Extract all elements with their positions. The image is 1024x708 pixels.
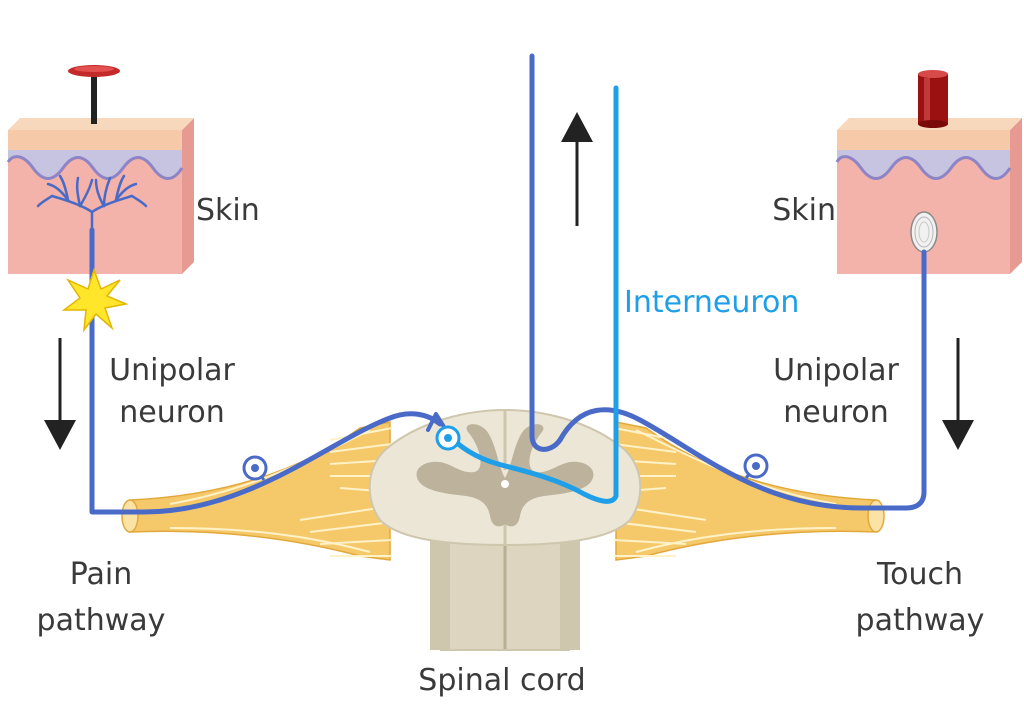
label-unipolar-left-line1: Unipolar (109, 353, 235, 388)
label-touch-line2: pathway (856, 603, 985, 638)
pain-neuron-cell-body (242, 455, 268, 481)
interneuron-cell-body (435, 425, 461, 451)
arrow-down-icon (44, 338, 76, 450)
label-pain-line2: pathway (37, 603, 166, 638)
free-nerve-endings (36, 174, 148, 232)
label-skin-left: Skin (196, 193, 260, 228)
label-unipolar-left-line2: neuron (119, 395, 225, 430)
label-interneuron: Interneuron (624, 285, 799, 320)
pin-icon (68, 65, 120, 124)
pain-neuron-path (89, 227, 443, 515)
touch-receptor-icon (910, 211, 938, 253)
spinal-cord (368, 408, 642, 651)
label-unipolar-right-line1: Unipolar (773, 353, 899, 388)
nerve-left (121, 421, 393, 561)
arrow-down-icon (942, 338, 974, 450)
interneuron-path (445, 85, 619, 504)
arrow-up-icon (561, 112, 593, 226)
label-spinal-cord: Spinal cord (418, 663, 585, 698)
ascending-tract (529, 53, 563, 452)
interneuron-arrowhead (426, 412, 448, 432)
label-touch-line1: Touch (876, 557, 963, 592)
label-unipolar-right-line2: neuron (783, 395, 889, 430)
touch-neuron-cell-body (743, 453, 769, 479)
label-skin-right: Skin (772, 193, 836, 228)
skin-block-left (6, 118, 194, 274)
touch-neuron-path (557, 249, 927, 511)
spark-icon (61, 267, 129, 333)
cylinder-weight-icon (918, 70, 948, 128)
nerve-right (613, 421, 885, 561)
label-pain-line1: Pain (70, 557, 132, 592)
